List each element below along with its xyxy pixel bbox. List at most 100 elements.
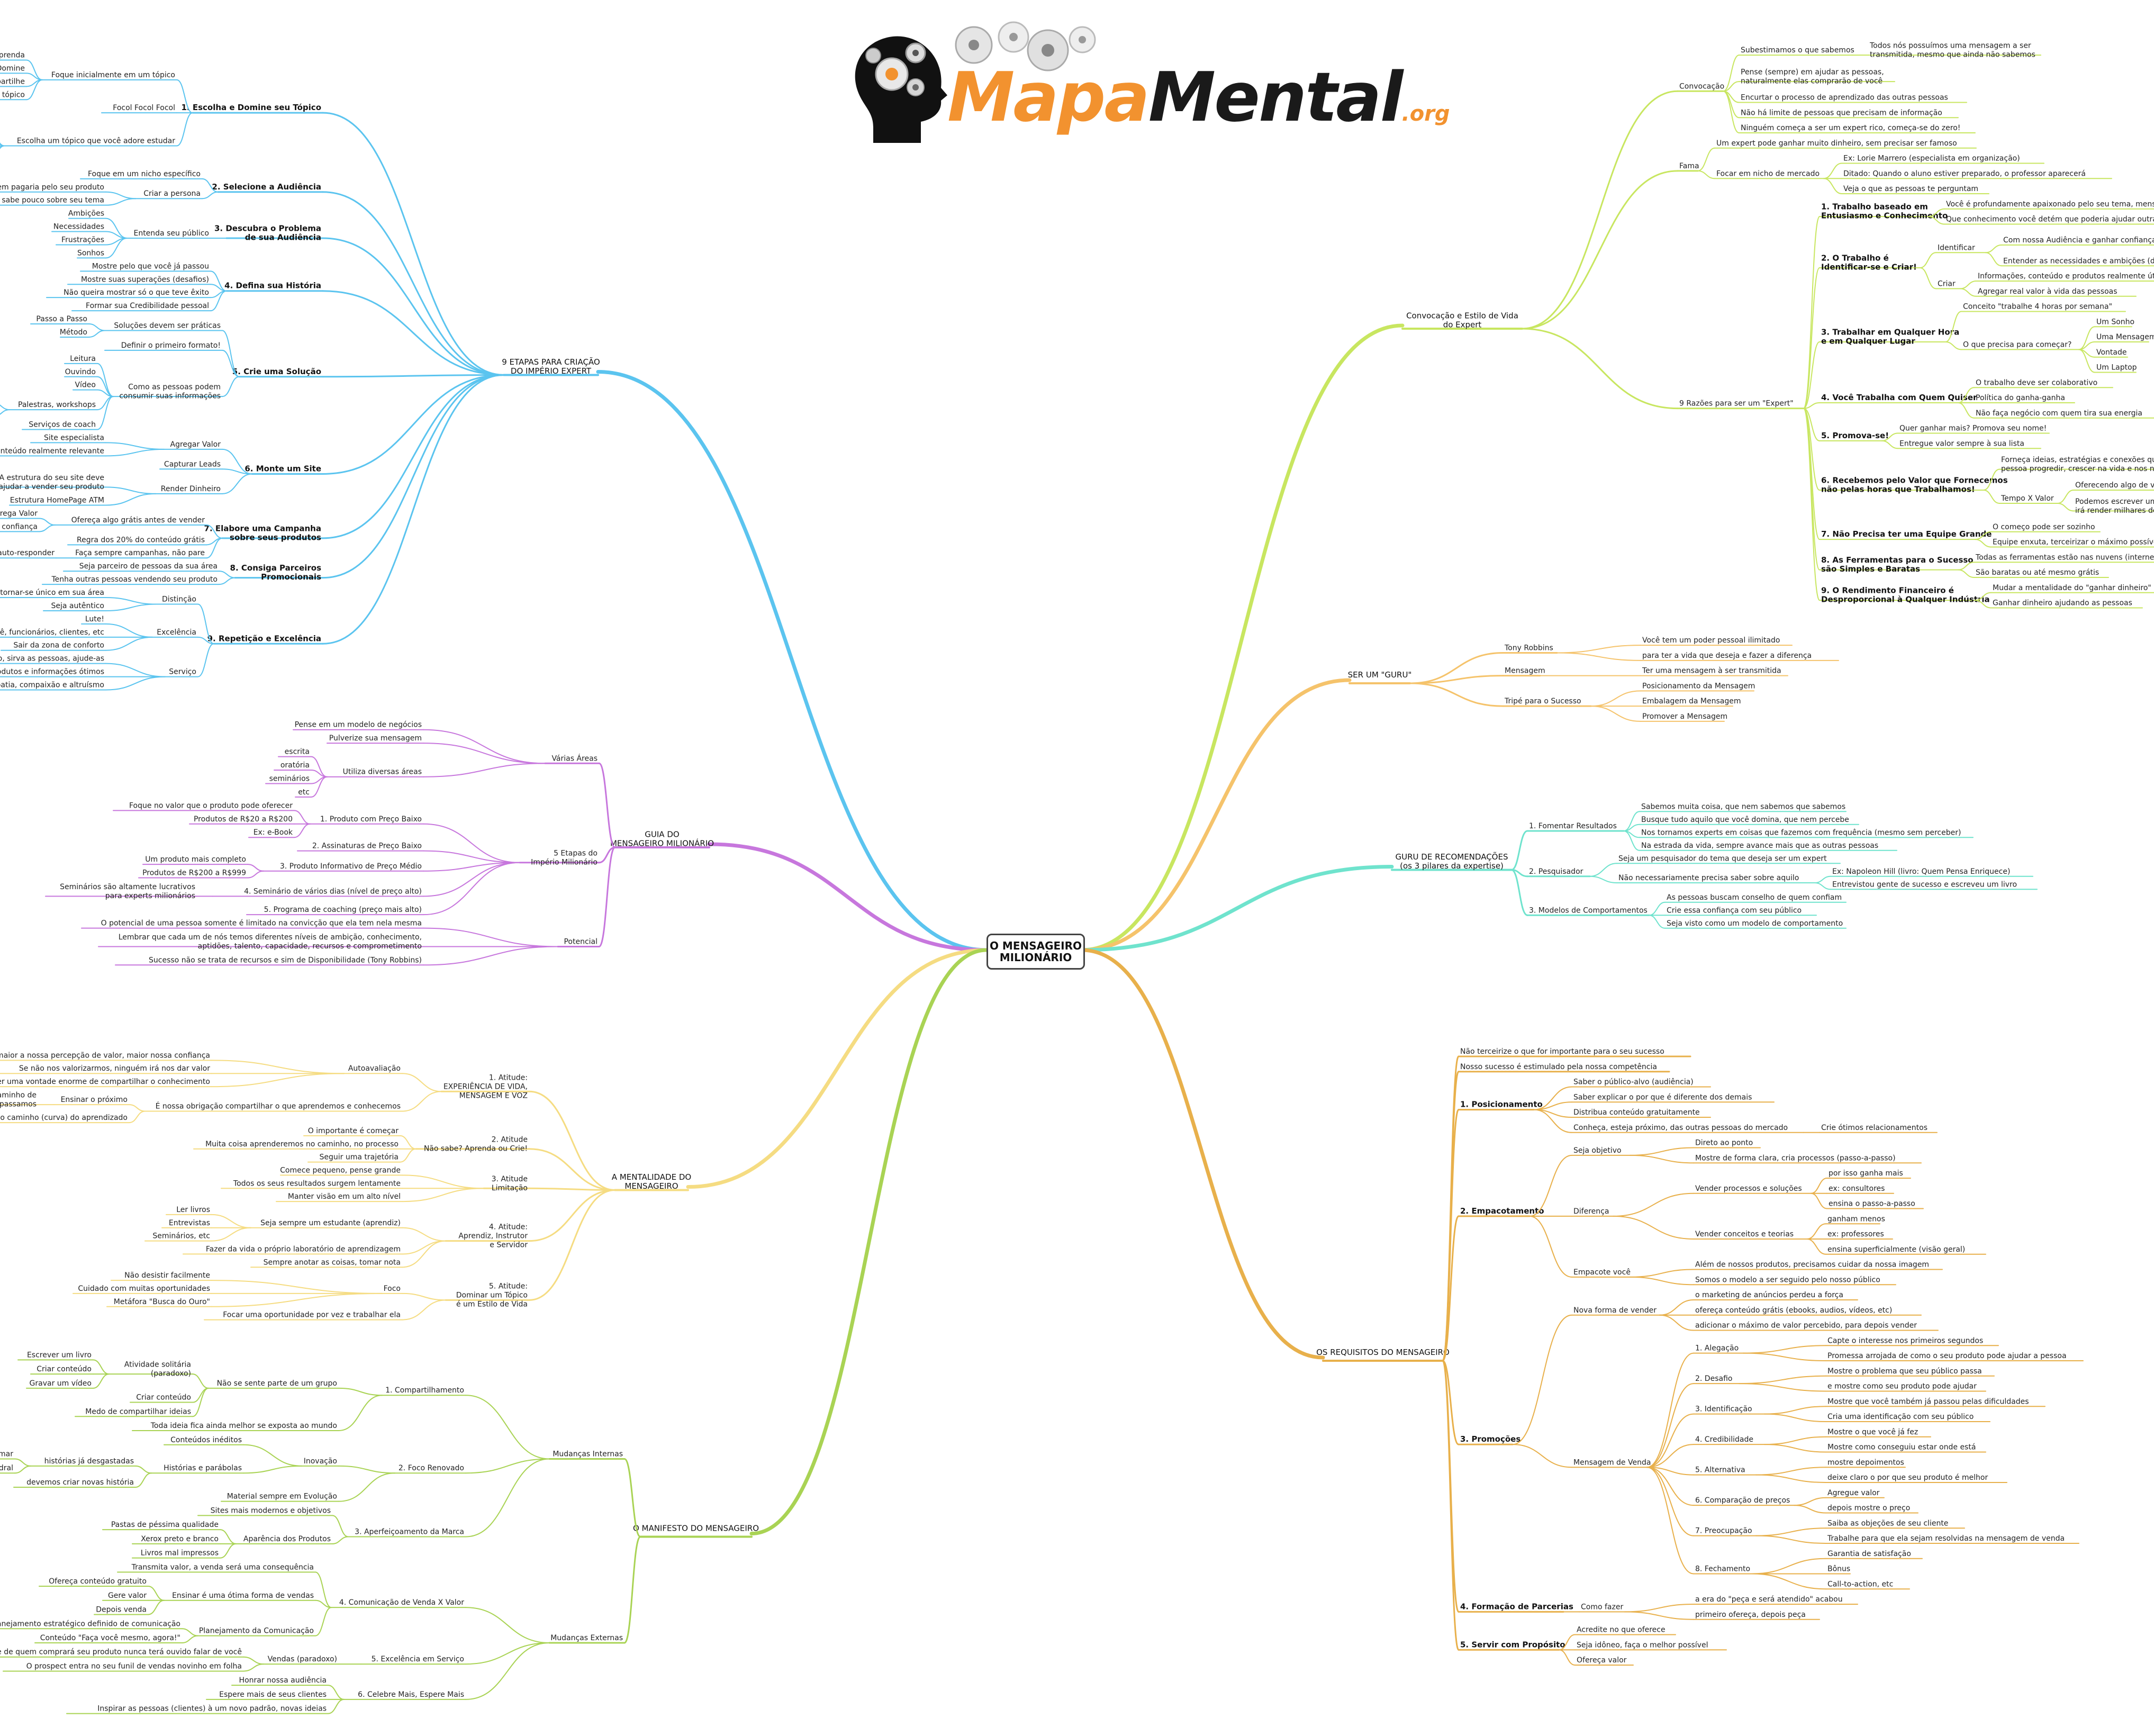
- node-requisitos-d0-3[interactable]: 2. Empacotamento: [1460, 1206, 1544, 1216]
- node-manifesto-d2-0[interactable]: Inovação: [304, 1457, 337, 1466]
- node-requisitos-d1-1[interactable]: Seja idôneo, faça o melhor possível: [1577, 1641, 1708, 1649]
- node-guia-d1-1[interactable]: Lembrar que cada um de nós temos diferen…: [119, 933, 422, 951]
- node-nove-etapas-d1-0[interactable]: Soluções devem ser práticas: [114, 322, 221, 330]
- node-nove-etapas-d2-1[interactable]: Ouvindo: [65, 368, 96, 376]
- node-requisitos-d2-2[interactable]: adicionar o máximo de valor percebido, p…: [1695, 1322, 1917, 1330]
- node-mentalidade-d3-0[interactable]: O outro não precisa passar pelo caminho …: [0, 1091, 37, 1109]
- node-convocacao-d3-0[interactable]: Oferecendo algo de valor, o relógio e bo…: [2075, 481, 2154, 490]
- node-requisitos-d3-0[interactable]: Garantia de satisfação: [1827, 1550, 1911, 1558]
- node-nove-etapas-d1-1[interactable]: Capturar Leads: [164, 460, 221, 468]
- node-guia-d2-2[interactable]: seminários: [269, 774, 310, 783]
- node-nove-etapas-d2-2[interactable]: Compartilhe: [0, 77, 25, 86]
- node-convocacao-d1-3[interactable]: 4. Você Trabalha com Quem Quiser: [1821, 393, 1977, 402]
- node-requisitos-d3-1[interactable]: depois mostre o preço: [1827, 1504, 1910, 1513]
- node-requisitos-d3-1[interactable]: e mostre como seu produto pode ajudar: [1827, 1382, 1977, 1391]
- node-requisitos-d3-0[interactable]: mostre depoimentos: [1827, 1458, 1904, 1467]
- node-requisitos-d3-1[interactable]: Promessa arrojada de como o seu produto …: [1827, 1352, 2067, 1360]
- node-mentalidade-d1-0[interactable]: Seja sempre um estudante (aprendiz): [260, 1219, 401, 1227]
- node-nove-etapas-d2-0[interactable]: Antes de tudo, sirva as pessoas, ajude-a…: [0, 655, 104, 663]
- node-manifesto-d1-2[interactable]: 6. Celebre Mais, Espere Mais: [358, 1690, 464, 1699]
- node-manifesto-d3-1[interactable]: Gere valor: [108, 1592, 147, 1600]
- node-nove-etapas-d2-0[interactable]: Ex: auto-responder: [0, 549, 55, 557]
- node-mentalidade-d2-1[interactable]: Entrevistas: [169, 1219, 210, 1227]
- node-manifesto-d4-1[interactable]: devemos criar novas história: [26, 1478, 134, 1487]
- node-requisitos-d1-2[interactable]: Empacote você: [1573, 1268, 1631, 1277]
- node-mentalidade-d2-2[interactable]: Metáfora "Busca do Ouro": [114, 1298, 210, 1306]
- node-manifesto-d5-1[interactable]: construir uma catedral: [0, 1464, 13, 1472]
- node-manifesto-d1-1[interactable]: 2. Foco Renovado: [399, 1464, 464, 1472]
- node-nove-etapas-d1-2[interactable]: Render Dinheiro: [161, 485, 221, 493]
- node-convocacao-d0-0[interactable]: Convocação: [1679, 82, 1724, 91]
- node-manifesto-d3-0[interactable]: Conteúdos inéditos: [170, 1436, 242, 1444]
- node-nove-etapas-d1-3[interactable]: Formar sua Credibilidade pessoal: [86, 302, 209, 310]
- node-mentalidade-d2-0[interactable]: Quanto maior a nossa percepção de valor,…: [0, 1051, 210, 1060]
- node-guru-d1-2[interactable]: Promover a Mensagem: [1642, 712, 1727, 721]
- node-nove-etapas-d2-1[interactable]: Ofereça conteúdo realmente relevante: [0, 447, 104, 455]
- node-guia-d1-3[interactable]: 4. Seminário de vários dias (nível de pr…: [244, 887, 422, 896]
- node-requisitos-d2-0[interactable]: Crie ótimos relacionamentos: [1821, 1124, 1927, 1132]
- node-mentalidade-d2-2[interactable]: Seminários, etc: [152, 1232, 210, 1241]
- node-manifesto-d2-0[interactable]: Não se sente parte de um grupo: [217, 1379, 337, 1388]
- node-recomendacoes-d2-0[interactable]: Ex: Napoleon Hill (livro: Quem Pensa Enr…: [1832, 867, 2010, 876]
- node-guia-d2-0[interactable]: escrita: [285, 748, 310, 756]
- node-requisitos-d2-5[interactable]: 6. Comparação de preços: [1695, 1496, 1790, 1505]
- node-mentalidade-d1-1[interactable]: É nossa obrigação compartilhar o que apr…: [156, 1102, 401, 1111]
- node-requisitos-d3-2[interactable]: Call-to-action, etc: [1827, 1580, 1893, 1588]
- node-manifesto-d2-2[interactable]: Planejamento da Comunicação: [199, 1627, 314, 1635]
- node-recomendacoes-d1-0[interactable]: Seja um pesquisador do tema que deseja s…: [1618, 854, 1827, 863]
- node-guia-d1-2[interactable]: Sucesso não se trata de recursos e sim d…: [149, 956, 422, 964]
- node-requisitos-d2-1[interactable]: 2. Desafio: [1695, 1375, 1732, 1383]
- node-requisitos-d3-0[interactable]: Capte o interesse nos primeiros segundos: [1827, 1336, 1983, 1345]
- node-guru-d0-2[interactable]: Tripé para o Sucesso: [1504, 697, 1581, 706]
- node-mentalidade-d1-1[interactable]: Fazer da vida o próprio laboratório de a…: [206, 1245, 401, 1253]
- node-guru-d1-0[interactable]: Ter uma mensagem à ser transmitida: [1642, 667, 1781, 675]
- node-requisitos-d2-0[interactable]: a era do "peça e será atendido" acabou: [1695, 1595, 1843, 1604]
- node-manifesto-d2-1[interactable]: Toda ideia fica ainda melhor se exposta …: [150, 1422, 337, 1430]
- node-manifesto-d1-1[interactable]: 5. Excelência em Serviço: [372, 1655, 464, 1663]
- node-requisitos-d2-0[interactable]: 1. Alegação: [1695, 1344, 1739, 1353]
- node-recomendacoes-d1-1[interactable]: Não necessariamente precisa saber sobre …: [1618, 874, 1799, 882]
- node-guia-d1-2[interactable]: Utiliza diversas áreas: [343, 768, 422, 776]
- node-guia-d1-2[interactable]: 3. Produto Informativo de Preço Médio: [280, 862, 422, 871]
- node-convocacao-d2-0[interactable]: Conceito "trabalhe 4 horas por semana": [1963, 303, 2112, 311]
- node-guia-d1-1[interactable]: Pulverize sua mensagem: [329, 734, 422, 743]
- node-convocacao-d3-3[interactable]: Um Laptop: [2096, 364, 2137, 372]
- node-manifesto-d3-0[interactable]: Grande parte de quem comprará seu produt…: [0, 1648, 242, 1657]
- node-nove-etapas-d1-1[interactable]: Focol Focol Focol: [113, 104, 175, 112]
- node-convocacao-d2-1[interactable]: O que precisa para começar?: [1963, 340, 2071, 349]
- node-manifesto-d4-2[interactable]: Gravar um vídeo: [30, 1379, 92, 1388]
- node-requisitos-d3-0[interactable]: ganham menos: [1827, 1215, 1885, 1223]
- node-nove-etapas-d2-1[interactable]: Necessidades: [53, 223, 104, 231]
- node-convocacao-d3-0[interactable]: Com nossa Audiência e ganhar confiança: [2003, 236, 2154, 245]
- branch-title-recomendacoes[interactable]: GURU DE RECOMENDAÇÕES(os 3 pilares da ex…: [1396, 852, 1508, 871]
- node-recomendacoes-d2-1[interactable]: Entrevistou gente de sucesso e escreveu …: [1832, 880, 2017, 889]
- node-guia-d2-0[interactable]: Foque no valor que o produto pode oferec…: [129, 801, 293, 810]
- node-manifesto-d4-0[interactable]: Escrever um livro: [27, 1351, 92, 1359]
- node-manifesto-d0-1[interactable]: Mudanças Externas: [550, 1634, 623, 1642]
- node-manifesto-d2-0[interactable]: Transmita valor, a venda será uma conseq…: [131, 1563, 314, 1571]
- node-nove-etapas-d1-2[interactable]: Escolha um tópico que você adore estudar: [17, 137, 175, 146]
- node-requisitos-d2-0[interactable]: Além de nossos produtos, precisamos cuid…: [1695, 1261, 1929, 1269]
- node-manifesto-d2-1[interactable]: Material sempre em Evolução: [227, 1493, 337, 1501]
- node-mentalidade-d1-1[interactable]: Todos os seus resultados surgem lentamen…: [233, 1179, 401, 1188]
- node-mentalidade-d2-1[interactable]: Cuidado com muitas oportunidades: [78, 1285, 210, 1293]
- node-convocacao-d1-1[interactable]: Pense (sempre) em ajudar as pessoas,natu…: [1741, 68, 1884, 86]
- node-convocacao-d2-0[interactable]: Ex: Lorie Marrero (especialista em organ…: [1843, 155, 2020, 163]
- node-requisitos-d1-0[interactable]: Acredite no que oferece: [1577, 1626, 1666, 1634]
- node-recomendacoes-d1-1[interactable]: Busque tudo aquilo que você domina, que …: [1641, 816, 1849, 824]
- node-convocacao-d1-0[interactable]: Subestimamos o que sabemos: [1741, 46, 1854, 55]
- node-nove-etapas-d1-0[interactable]: Mostre pelo que você já passou: [92, 262, 209, 270]
- node-requisitos-d1-1[interactable]: Mensagem de Venda: [1573, 1458, 1651, 1467]
- node-mentalidade-d2-1[interactable]: Se não nos valorizarmos, ninguém irá nos…: [19, 1064, 210, 1073]
- node-requisitos-d3-0[interactable]: Mostre o que você já fez: [1827, 1428, 1918, 1436]
- node-requisitos-d3-0[interactable]: Mostre o problema que seu público passa: [1827, 1367, 1982, 1376]
- node-manifesto-d1-2[interactable]: 3. Aperfeiçoamento da Marca: [355, 1528, 464, 1536]
